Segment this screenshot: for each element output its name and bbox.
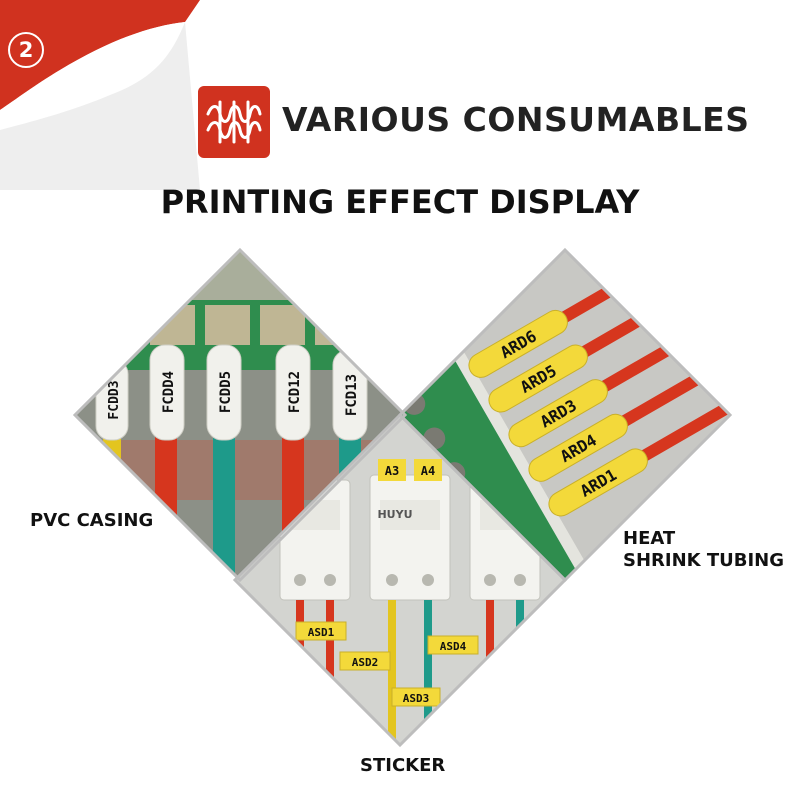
sticker-tag: ASD2 xyxy=(352,656,379,669)
breaker-brand: HUYU xyxy=(377,508,412,521)
sticker-tag: ASD3 xyxy=(403,692,430,705)
brand-logo xyxy=(198,86,270,158)
step-number-badge: 2 xyxy=(8,32,44,68)
pvc-tag: FCD13 xyxy=(344,374,360,416)
heat-shrink-caption-line1: HEAT xyxy=(623,528,676,549)
page-title: VARIOUS CONSUMABLES xyxy=(282,100,750,139)
sticker-tag: ASD1 xyxy=(308,626,335,639)
sticker-caption: STICKER xyxy=(360,755,446,776)
pvc-diamond-frame xyxy=(72,247,408,583)
sticker-tag: ASD4 xyxy=(440,640,467,653)
heat-shrink-caption: HEAT SHRINK TUBING xyxy=(623,528,784,572)
pvc-tag: FCDD5 xyxy=(218,371,234,413)
pvc-tag: FCD12 xyxy=(287,371,303,413)
sticker-diamond-frame xyxy=(232,412,568,748)
page-subtitle: PRINTING EFFECT DISPLAY xyxy=(160,183,640,221)
breaker-label: A3 xyxy=(385,464,399,478)
pvc-sleeve-tags: FCDD3 FCDD4 FCDD5 FCD12 FCD13 xyxy=(107,371,360,420)
heat-shrink-caption-line2: SHRINK TUBING xyxy=(623,550,785,571)
corner-decoration xyxy=(0,0,200,190)
pvc-tag: FCDD4 xyxy=(161,371,177,413)
pvc-tag: FCDD3 xyxy=(107,380,122,419)
pvc-casing-caption: PVC CASING xyxy=(30,510,154,531)
wave-coil-icon xyxy=(206,100,262,144)
breaker-label: A4 xyxy=(421,464,435,478)
